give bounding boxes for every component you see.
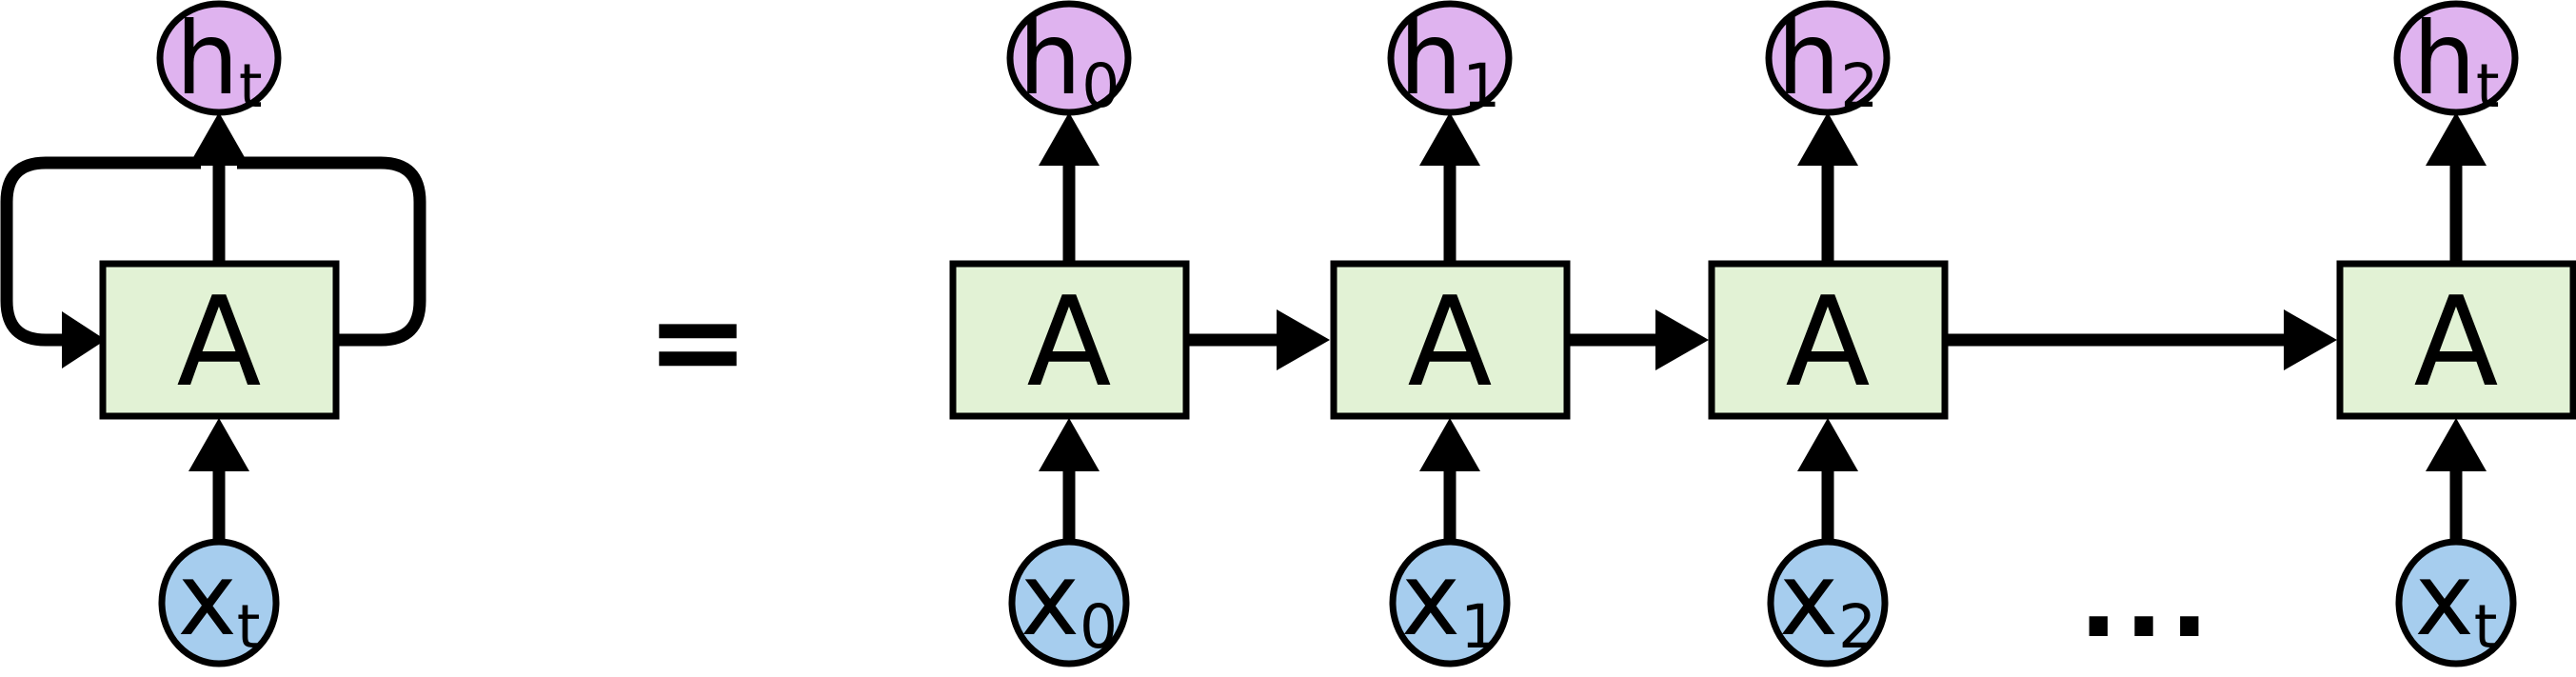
a-box (99, 260, 340, 420)
a-box-label: A (1786, 269, 1871, 414)
input-node (2395, 538, 2517, 667)
a-box (1330, 260, 1571, 420)
input-label-sub: t (2474, 592, 2498, 662)
output-label-main: h (1399, 1, 1463, 117)
input-label-sub: 2 (1838, 592, 1876, 662)
input-label: x0 (1020, 542, 1118, 662)
unrolled-cell-t: A ht xt (2336, 0, 2576, 667)
input-arrowhead-icon (1797, 418, 1858, 471)
loop-arrowhead-icon (62, 311, 106, 368)
unrolled-cell-0: A h0 x0 (949, 0, 1190, 667)
a-box-label: A (2414, 269, 2499, 414)
input-label-main: x (1020, 542, 1080, 658)
output-label-main: h (1019, 1, 1082, 117)
input-label-main: x (1401, 542, 1460, 658)
hidden-output-node (1765, 0, 1891, 116)
input-label-main: x (1779, 542, 1838, 658)
unrolled-cell-2: A h2 x2 (1708, 0, 1949, 667)
output-label-main: h (1777, 1, 1841, 117)
input-arrowhead-icon (1039, 418, 1100, 471)
hidden-output-label: h0 (1019, 1, 1120, 121)
connector-arrowhead-icon (1277, 309, 1330, 370)
output-label-sub: 1 (1462, 51, 1500, 121)
connector-arrowhead-icon (1655, 309, 1709, 370)
input-label-main: x (178, 542, 237, 658)
output-arrowhead-icon (1039, 112, 1100, 166)
a-box (949, 260, 1190, 420)
hidden-output-node (156, 0, 282, 116)
rolled-rnn-cell: A ht xt (0, 0, 426, 667)
ellipsis: ... (2078, 539, 2214, 661)
input-node (1767, 538, 1889, 667)
output-arrowhead-icon (1419, 112, 1480, 166)
a-box (1708, 260, 1949, 420)
output-label-sub: 2 (1840, 51, 1878, 121)
output-arrowhead-icon (2426, 112, 2487, 166)
connector-arrowhead-icon (2284, 309, 2337, 370)
a-box-label: A (177, 269, 262, 414)
a-box (2336, 260, 2576, 420)
input-label-sub: 0 (1080, 592, 1118, 662)
input-arrowhead-icon (2426, 418, 2487, 471)
output-arrowhead-icon (1797, 112, 1858, 166)
hidden-output-node (1006, 0, 1132, 116)
input-arrowhead-icon (1419, 418, 1480, 471)
input-node (1008, 538, 1130, 667)
hidden-output-label: ht (175, 1, 262, 121)
output-label-main: h (175, 1, 239, 117)
output-label-sub: t (239, 51, 263, 121)
input-label: x2 (1779, 542, 1876, 662)
input-label-main: x (2415, 542, 2474, 658)
input-label-sub: 1 (1460, 592, 1498, 662)
hidden-output-node (1387, 0, 1513, 116)
hidden-output-label: h1 (1399, 1, 1501, 121)
input-label: x1 (1401, 542, 1498, 662)
hidden-output-label: ht (2412, 1, 2499, 121)
input-label: xt (2415, 542, 2498, 662)
unrolled-cell-1: A h1 x1 (1330, 0, 1571, 667)
input-label-sub: t (237, 592, 261, 662)
a-box-label: A (1027, 269, 1112, 414)
hidden-output-node (2393, 0, 2519, 116)
hidden-output-label: h2 (1777, 1, 1879, 121)
output-label-main: h (2412, 1, 2476, 117)
equals-sign: = (646, 269, 750, 413)
output-arrowhead-icon (188, 112, 249, 166)
input-node (158, 538, 280, 667)
output-label-sub: t (2476, 51, 2500, 121)
input-node (1389, 538, 1511, 667)
input-arrowhead-icon (188, 418, 249, 471)
input-label: xt (178, 542, 261, 662)
a-box-label: A (1408, 269, 1493, 414)
output-label-sub: 0 (1081, 51, 1120, 121)
